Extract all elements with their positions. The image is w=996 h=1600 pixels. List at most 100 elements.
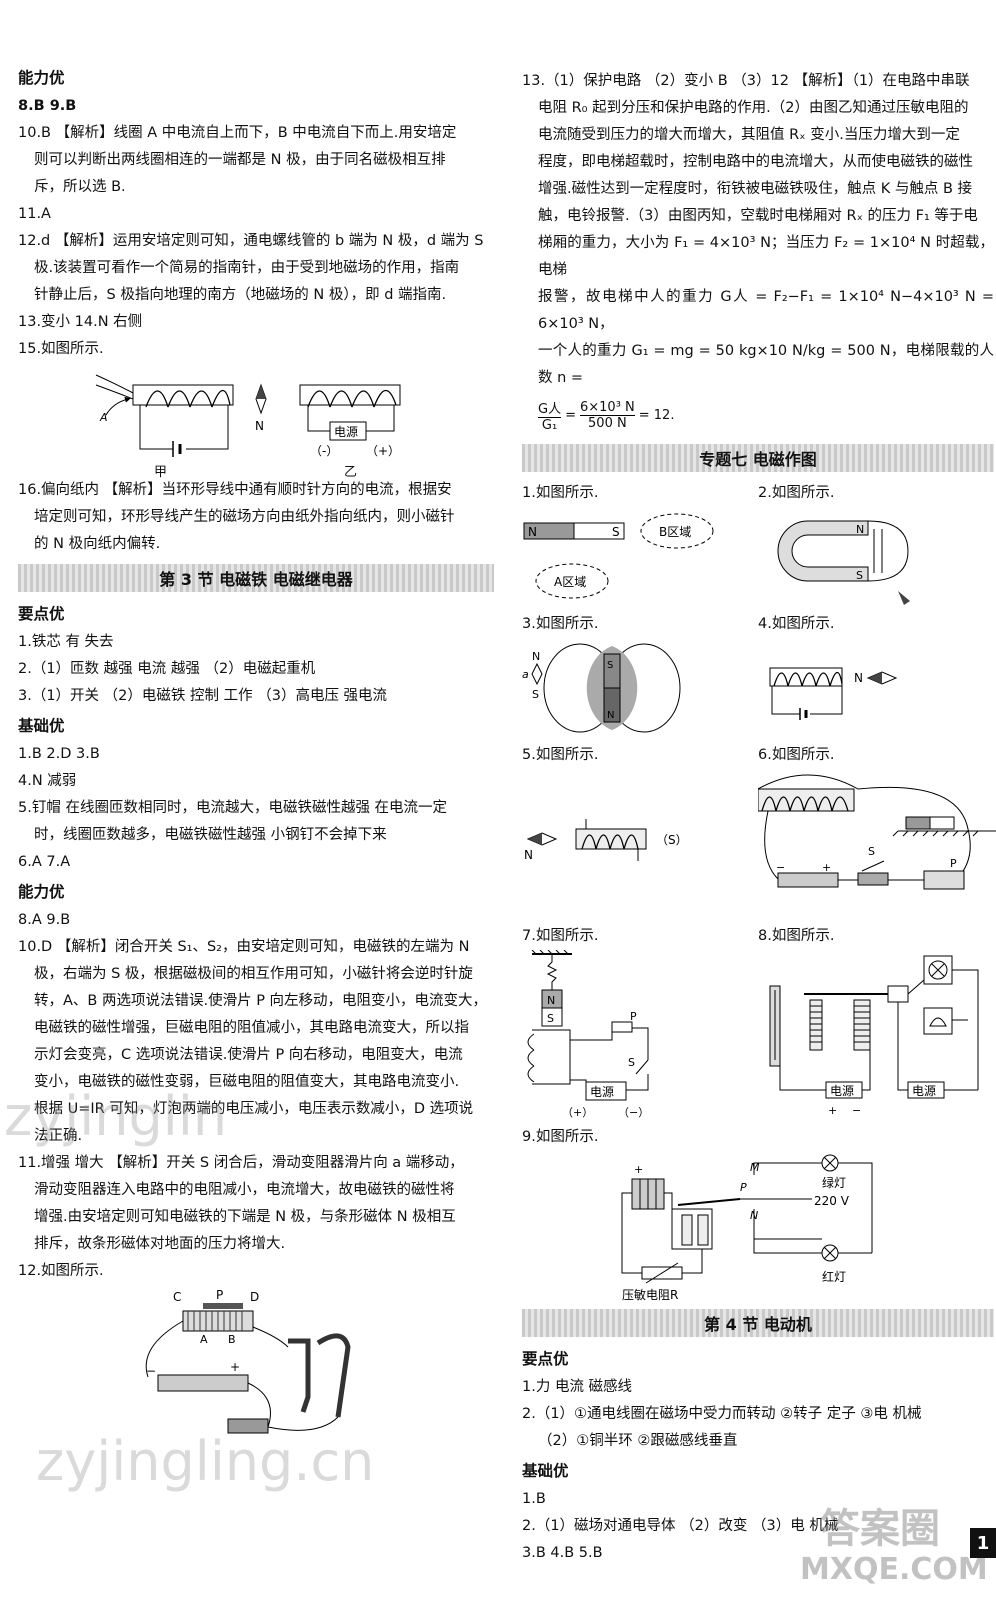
answer-line: 10.D 【解析】闭合开关 S₁、S₂，由安培定则可知，电磁铁的左端为 N <box>18 939 470 955</box>
heading-nengli: 能力优 <box>18 69 65 87</box>
answer-line: 2.如图所示. <box>758 485 835 501</box>
figure-7-svg: N S P S 电源 （+） （−） <box>527 949 649 1119</box>
answer-line: 9.如图所示. <box>522 1129 599 1145</box>
row-q3-q4: 3.如图所示. S N N S a 4.如图所示. <box>522 611 994 742</box>
answer-line: 梯厢的重力，大小为 F₁ = 4×10³ N；当压力 F₂ = 1×10⁴ N … <box>538 235 994 278</box>
label-power2: 电源 <box>912 1084 936 1098</box>
label-a: a <box>522 668 529 681</box>
label-n: N <box>524 848 533 862</box>
answer-line: 针静止后，S 极指向地理的南方（地磁场的 N 极），即 d 端指南. <box>34 287 447 303</box>
answer-line: 8.B 9.B <box>18 98 77 114</box>
answer-line: 3.B 4.B 5.B <box>522 1545 603 1561</box>
figure-5-svg: N （S） <box>524 819 688 862</box>
label-s: S <box>547 1012 554 1025</box>
heading-yaodian: 要点优 <box>18 605 65 623</box>
answer-line: 1.铁芯 有 失去 <box>18 634 114 650</box>
figure-6-svg: + − S P <box>757 774 996 890</box>
answer-line: 增强.由安培定则可知电磁铁的下端是 N 极，与条形磁体 N 极相互 <box>34 1209 456 1225</box>
label-resistor: 压敏电阻R <box>622 1287 678 1302</box>
caption-yi: 乙 <box>344 465 358 480</box>
label-b: B <box>228 1333 236 1346</box>
row-q7-q8: 7.如图所示. N S P S 电源 <box>522 923 994 1124</box>
answer-line: 示灯会变亮，C 选项说法错误.使滑片 P 向右移动，电阻变大，电流 <box>34 1047 463 1063</box>
figure-2-svg: N S <box>777 520 910 605</box>
label-a-region: A区域 <box>554 575 586 589</box>
figure-4-svg: N <box>769 667 898 720</box>
figure-15: A N 电源 （-） （+） 甲 乙 <box>18 365 494 480</box>
figure-1-svg: N S B区域 A区域 <box>523 513 714 599</box>
row-q1-q2: 1.如图所示. N S B区域 A区域 2.如图所示. N S <box>522 480 994 611</box>
label-a: A <box>99 411 108 424</box>
answer-line: 12.d 【解析】运用安培定则可知，通电螺线管的 b 端为 N 极，d 端为 S <box>18 233 484 249</box>
answer-line: 4.如图所示. <box>758 616 835 632</box>
figure-12-svg: C P D A B − + <box>145 1288 351 1434</box>
answer-line: 1.如图所示. <box>522 485 599 501</box>
answer-line: 斥，所以选 B. <box>34 179 126 195</box>
label-n: N <box>532 650 540 663</box>
answer-line: 触，电铃报警.（3）由图丙知，空载时电梯厢对 Rₓ 的压力 F₁ 等于电 <box>538 208 978 224</box>
fraction-num: 6×10³ N <box>579 399 635 415</box>
label-n: N <box>856 523 864 536</box>
answer-line: 极，右端为 S 极，根据磁极间的相互作用可知，小磁针将会逆时针旋 <box>34 966 473 982</box>
label-red-lamp: 红灯 <box>822 1269 846 1284</box>
answer-line: 排斥，故条形磁体对地面的压力将增大. <box>34 1236 286 1252</box>
section-band: 第 3 节 电磁铁 电磁继电器 <box>18 564 494 592</box>
watermark: MXQE.COM <box>800 1552 988 1587</box>
label-s: S <box>612 525 620 539</box>
label-c: C <box>173 1290 181 1304</box>
answer-line: 1.B <box>522 1491 546 1507</box>
figure-15-svg: A N 电源 （-） （+） <box>95 374 401 458</box>
page-number: 1 <box>970 1528 996 1558</box>
answer-line: 的 N 极向纸内偏转. <box>34 536 161 552</box>
answer-line: 5.如图所示. <box>522 747 599 763</box>
heading-jichu: 基础优 <box>18 717 65 735</box>
section-band: 第 4 节 电动机 <box>522 1309 994 1337</box>
answer-line: 3.（1）开关 （2）电磁铁 控制 工作 （3）高电压 强电流 <box>18 688 388 704</box>
label-s: S <box>607 660 613 671</box>
watermark: 答案圈 <box>820 1506 940 1552</box>
heading-nengli-2: 能力优 <box>18 883 65 901</box>
label-plus: + <box>634 1163 643 1176</box>
answer-line: 根据 U=IR 可知，灯泡两端的电压减小，电压表示数减小，D 选项说 <box>34 1101 474 1117</box>
watermark: zyjingling.cn <box>36 1430 375 1493</box>
fraction-result: = 12. <box>638 407 675 423</box>
label-p: P <box>740 1181 747 1194</box>
label-p: P <box>216 1288 223 1302</box>
label-minus: （-） <box>310 444 338 458</box>
answer-line: 滑动变阻器连入电路中的电阻减小，电流增大，故电磁铁的磁性将 <box>34 1182 455 1198</box>
label-minus: − <box>852 1104 861 1117</box>
label-p: P <box>950 857 957 870</box>
heading-jichu-2: 基础优 <box>522 1462 569 1480</box>
label-power1: 电源 <box>830 1084 854 1098</box>
answer-line: 1.B 2.D 3.B <box>18 746 100 762</box>
label-minus: （−） <box>618 1106 649 1119</box>
answer-line: 16.偏向纸内 【解析】当环形导线中通有顺时针方向的电流，根据安 <box>18 482 452 498</box>
answer-line: 7.如图所示. <box>522 928 599 944</box>
label-n: N <box>528 525 537 539</box>
answer-line: 15.如图所示. <box>18 341 104 357</box>
label-sw: S <box>628 1056 635 1069</box>
answer-line: 极.该装置可看作一个简易的指南针，由于受到地磁场的作用，指南 <box>34 260 460 276</box>
label-power: 电源 <box>590 1085 614 1099</box>
heading-yaodian-2: 要点优 <box>522 1350 569 1368</box>
answer-line: 时，线圈匝数越多，电磁铁磁性越强 小钢钉不会掉下来 <box>34 827 387 843</box>
fraction-num: G人 <box>538 401 562 417</box>
label-plus: + <box>828 1104 837 1117</box>
label-plus: + <box>230 1360 240 1374</box>
answer-line: 11.A <box>18 206 51 222</box>
label-plus: + <box>822 861 831 874</box>
label-n: N <box>607 710 614 721</box>
answer-line: 6.如图所示. <box>758 747 835 763</box>
answer-line: （2）①铜半环 ②跟磁感线垂直 <box>538 1433 738 1449</box>
answer-line: 8.A 9.B <box>18 912 71 928</box>
label-p: P <box>630 1010 637 1023</box>
answer-line: 10.B 【解析】线圈 A 中电流自上而下，B 中电流自下而上.用安培定 <box>18 125 457 141</box>
fraction-den: 500 N <box>588 415 627 431</box>
section-band: 专题七 电磁作图 <box>522 444 994 472</box>
label-220v: 220 V <box>814 1194 850 1208</box>
fraction-line: G人 G₁ = 6×10³ N 500 N = 12. <box>538 399 675 433</box>
figure-8-svg: 电源 + − 电源 <box>769 955 979 1117</box>
label-n: N <box>547 994 555 1007</box>
answer-line: 培定则可知，环形导线产生的磁场方向由纸外指向纸内，则小磁针 <box>34 509 455 525</box>
answer-line: 电阻 R₀ 起到分压和保护电路的作用.（2）由图乙知通过压敏电阻的 <box>538 100 969 116</box>
